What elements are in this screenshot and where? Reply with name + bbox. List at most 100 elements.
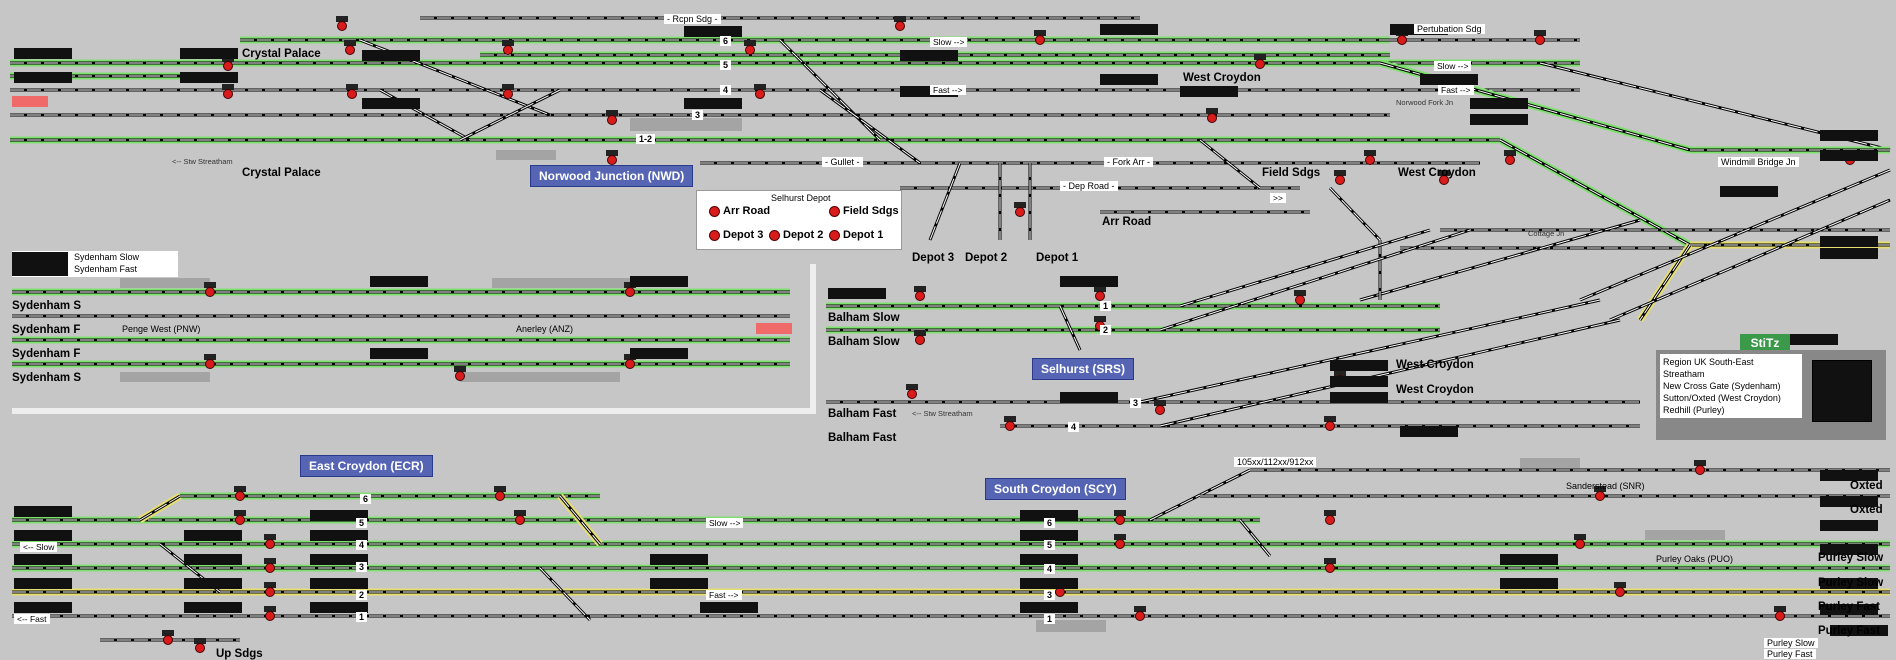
signal-post	[906, 384, 918, 390]
signal[interactable]	[744, 40, 756, 55]
signal[interactable]	[162, 630, 174, 645]
signal-head-icon	[1255, 59, 1265, 69]
signal[interactable]	[1534, 30, 1546, 45]
signal[interactable]	[264, 558, 276, 573]
line-number-label: 6	[360, 494, 372, 504]
signal-head-icon	[205, 359, 215, 369]
signal-post	[346, 84, 358, 90]
signal[interactable]	[1114, 510, 1126, 525]
signal-post	[1504, 150, 1516, 156]
signal[interactable]	[754, 84, 766, 99]
signal[interactable]	[494, 486, 506, 501]
berth	[630, 348, 688, 359]
signal[interactable]	[454, 366, 466, 381]
berth	[1020, 530, 1078, 541]
signal[interactable]	[1574, 534, 1586, 549]
signal-layer	[162, 16, 1856, 653]
signal[interactable]	[222, 84, 234, 99]
signal[interactable]	[1114, 534, 1126, 549]
signal[interactable]	[1134, 606, 1146, 621]
line-number-label: 1	[1044, 614, 1056, 624]
label-west-croydon: West Croydon	[1398, 167, 1476, 179]
selhurst-depot-box: Selhurst Depot Arr Road Field Sdgs Depot…	[696, 190, 902, 250]
signal-post	[1334, 370, 1346, 376]
signal[interactable]	[1206, 108, 1218, 123]
sydenham-key: Sydenham Slow Sydenham Fast	[12, 251, 178, 277]
depot-2[interactable]: Depot 2	[769, 229, 823, 241]
signal[interactable]	[234, 486, 246, 501]
signal-head-icon	[745, 45, 755, 55]
signal-post	[514, 510, 526, 516]
signal[interactable]	[204, 282, 216, 297]
signal[interactable]	[1154, 400, 1166, 415]
signal[interactable]	[204, 354, 216, 369]
track-segment	[1179, 229, 1431, 307]
berth	[684, 98, 742, 109]
signal[interactable]	[1004, 416, 1016, 431]
signal[interactable]	[1324, 558, 1336, 573]
panel-title[interactable]: StiTz	[1740, 334, 1790, 352]
signal[interactable]	[264, 534, 276, 549]
signal[interactable]	[1694, 460, 1706, 475]
signal[interactable]	[336, 16, 348, 31]
signal[interactable]	[1594, 486, 1606, 501]
depot-item-label: Depot 2	[783, 229, 824, 241]
label-oxted: Oxted	[1850, 480, 1883, 492]
signal-head-icon	[345, 45, 355, 55]
label-headcodes: 105xx/112xx/912xx	[1234, 457, 1317, 467]
signal[interactable]	[914, 286, 926, 301]
signal[interactable]	[1334, 170, 1346, 185]
line-number-label: 4	[356, 540, 368, 550]
info-line: New Cross Gate (Sydenham)	[1663, 381, 1781, 391]
signal[interactable]	[514, 510, 526, 525]
label-purley-slow: Purley Slow	[1818, 577, 1884, 589]
signal-head-icon	[625, 359, 635, 369]
signal-head-icon	[265, 611, 275, 621]
berth	[184, 530, 242, 541]
signal[interactable]	[906, 384, 918, 399]
panel-divider	[12, 408, 816, 414]
depot-arr-road[interactable]: Arr Road	[709, 205, 770, 217]
depot-3[interactable]: Depot 3	[709, 229, 763, 241]
depot-item-label: Depot 1	[843, 229, 884, 241]
signal[interactable]	[606, 110, 618, 125]
signal-head-icon	[205, 287, 215, 297]
area-tag-selhurst: Selhurst (SRS)	[1032, 358, 1135, 380]
label-purley-slow: Purley Slow	[1818, 552, 1884, 564]
signal[interactable]	[1504, 150, 1516, 165]
signal[interactable]	[914, 330, 926, 345]
line-number-label: 4	[1068, 422, 1080, 432]
signal[interactable]	[264, 606, 276, 621]
signal-post	[1014, 202, 1026, 208]
berth	[1820, 236, 1878, 247]
signal[interactable]	[1324, 416, 1336, 431]
signal[interactable]	[1294, 290, 1306, 305]
depot-field-sdgs[interactable]: Field Sdgs	[829, 205, 899, 217]
signal[interactable]	[1364, 150, 1376, 165]
signal[interactable]	[502, 84, 514, 99]
signal-post	[914, 330, 926, 336]
signal[interactable]	[606, 150, 618, 165]
signal[interactable]	[1034, 30, 1046, 45]
platform	[120, 372, 210, 382]
signal[interactable]	[264, 582, 276, 597]
signal[interactable]	[1254, 54, 1266, 69]
signal[interactable]	[234, 510, 246, 525]
depot-1[interactable]: Depot 1	[829, 229, 883, 241]
signal[interactable]	[1614, 582, 1626, 597]
signal[interactable]	[194, 638, 206, 653]
track-segment	[459, 89, 561, 141]
signal[interactable]	[346, 84, 358, 99]
signal[interactable]	[1014, 202, 1026, 217]
signal[interactable]	[502, 40, 514, 55]
signal[interactable]	[1324, 510, 1336, 525]
berth	[1420, 74, 1478, 85]
signal[interactable]	[894, 16, 906, 31]
signal[interactable]	[344, 40, 356, 55]
signal[interactable]	[1774, 606, 1786, 621]
signal[interactable]	[1094, 286, 1106, 301]
signal-post	[264, 534, 276, 540]
platform	[492, 278, 632, 288]
signal[interactable]	[1438, 170, 1450, 185]
